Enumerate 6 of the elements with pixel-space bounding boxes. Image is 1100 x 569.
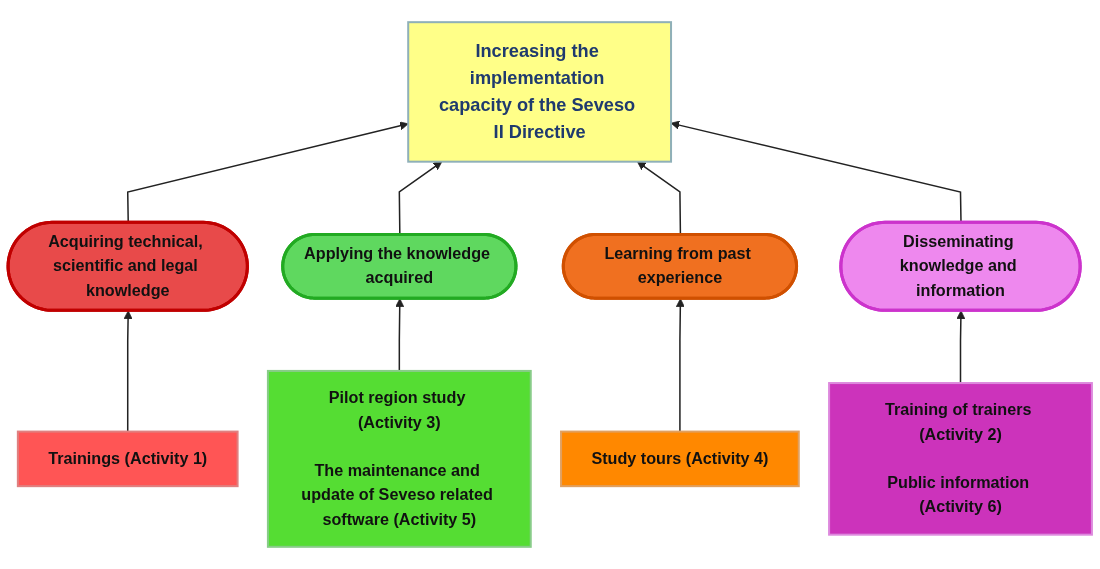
arrow bbox=[956, 310, 966, 384]
node-box: Study tours (Activity 4) bbox=[560, 430, 800, 488]
node-box: Trainings (Activity 1) bbox=[16, 430, 239, 488]
node-box: Training of trainers (Activity 2) Public information (Activity 6) bbox=[828, 382, 1093, 536]
node-box: Increasing the implementation capacity of the Seveso II Directive bbox=[407, 21, 673, 163]
node-box: Pilot region study (Activity 3) The maintenance and update of Seveso related software (Activity 5) bbox=[266, 369, 532, 548]
